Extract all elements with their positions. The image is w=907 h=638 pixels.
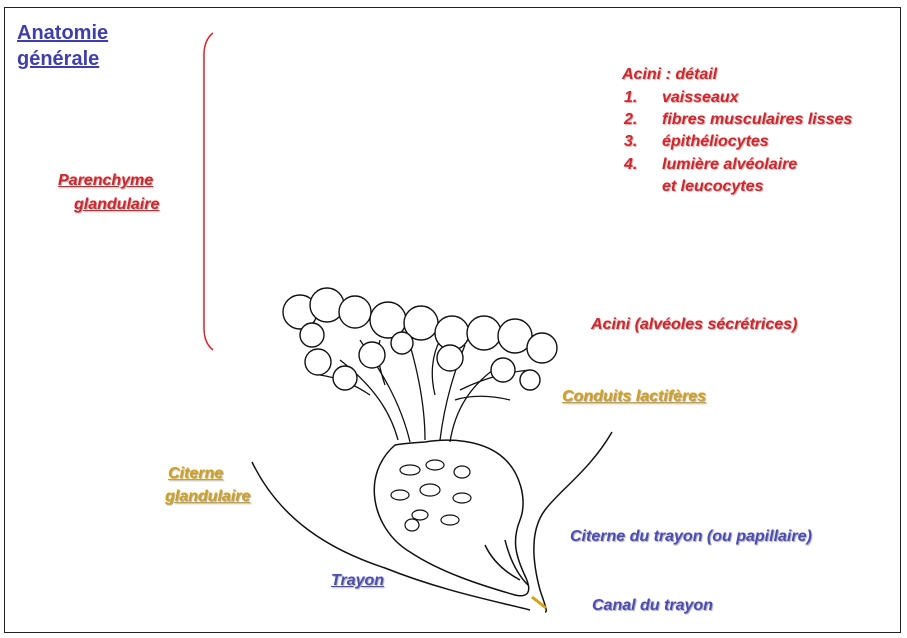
title-line2: générale bbox=[17, 46, 108, 72]
page-title: Anatomie générale bbox=[17, 20, 108, 72]
acini-detail-item-1: 1.vaisseaux bbox=[624, 89, 739, 107]
acini-detail-item-3: 3.épithéliocytes bbox=[624, 133, 769, 151]
item-number: 1. bbox=[624, 89, 662, 107]
item-number: 3. bbox=[624, 133, 662, 151]
trayon-label: Trayon bbox=[331, 572, 384, 590]
acini-circles bbox=[283, 288, 557, 390]
acini-detail-item-2: 2.fibres musculaires lisses bbox=[624, 111, 852, 129]
parenchyme-bracket bbox=[204, 33, 213, 350]
item-label: lumière alvéolaire bbox=[662, 156, 797, 173]
parenchyme-label-line1: Parenchyme bbox=[58, 172, 153, 190]
item-label: fibres musculaires lisses bbox=[662, 111, 852, 128]
cistern-pockets bbox=[391, 460, 471, 531]
acini-detail-item-4: 4.lumière alvéolaire bbox=[624, 156, 797, 174]
canal-label: Canal du trayon bbox=[592, 597, 713, 615]
conduits-label: Conduits lactifères bbox=[562, 388, 706, 406]
citerne-glandulaire-label-line1: Citerne bbox=[168, 465, 223, 483]
item-label: vaisseaux bbox=[662, 89, 739, 106]
item-label: épithéliocytes bbox=[662, 133, 769, 150]
title-line1: Anatomie bbox=[17, 20, 108, 46]
item-number: 4. bbox=[624, 156, 662, 174]
citerne-glandulaire-label-line2: glandulaire bbox=[165, 488, 250, 506]
parenchyme-label-line2: glandulaire bbox=[74, 196, 159, 214]
acini-detail-heading: Acini : détail bbox=[622, 66, 717, 84]
acini-detail-item-4-cont: et leucocytes bbox=[662, 178, 763, 196]
citerne-trayon-label: Citerne du trayon (ou papillaire) bbox=[570, 528, 812, 546]
lactiferous-ducts bbox=[320, 340, 530, 442]
item-number: 2. bbox=[624, 111, 662, 129]
gland-outline bbox=[252, 432, 612, 612]
acini-label: Acini (alvéoles sécrétrices) bbox=[591, 316, 797, 334]
